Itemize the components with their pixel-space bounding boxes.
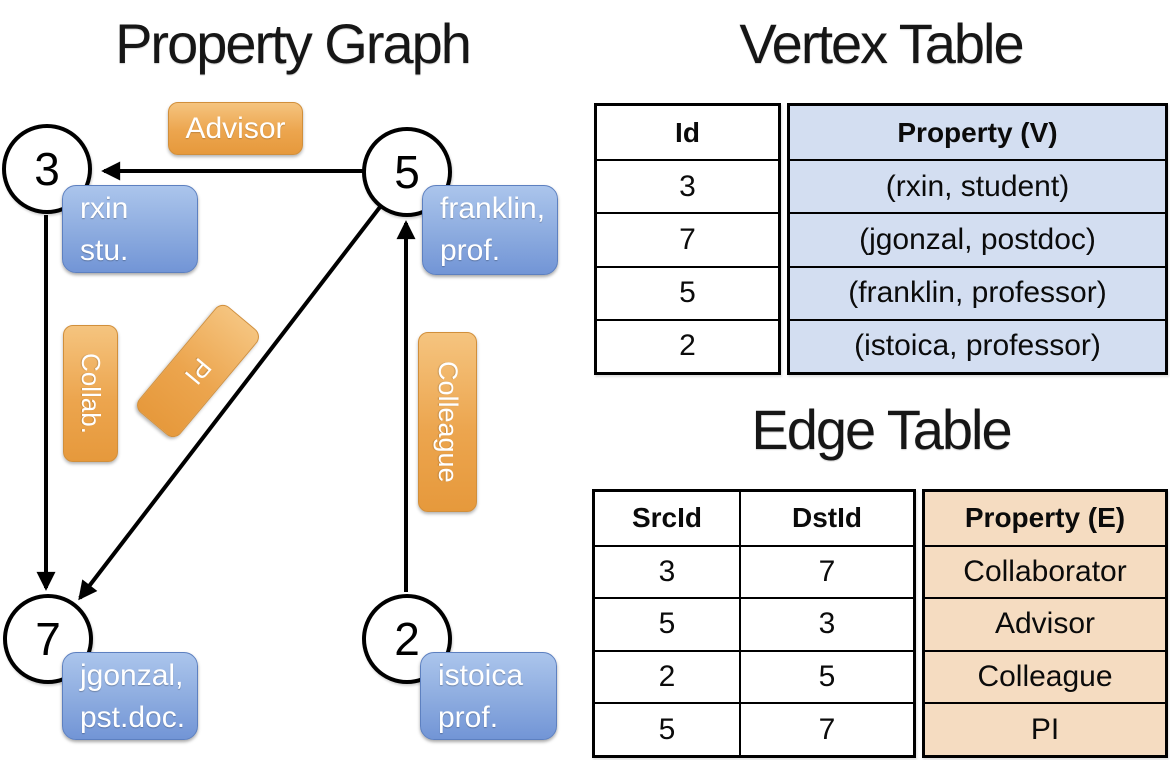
vertex-node-2-id: 2 <box>394 613 420 665</box>
property-graph-title: Property Graph <box>115 12 472 75</box>
edge-table-row-property: Collaborator <box>925 544 1165 598</box>
edge-label-advisor: Advisor <box>168 102 303 155</box>
vertex-node-2: 2 <box>362 594 452 684</box>
edge-table-row-property: PI <box>925 702 1165 755</box>
vertex-table-row-property: (jgonzal, postdoc) <box>790 212 1165 266</box>
vertex-table-row-id: 5 <box>597 265 778 319</box>
edge-table-row-srcid: 3 <box>595 544 741 598</box>
vertex-table-title: Vertex Table <box>739 12 1024 75</box>
edge-table-header-srcid: SrcId <box>595 492 741 545</box>
vertex-5-property-line2: prof. <box>440 234 501 267</box>
edge-label-colleague-text: Colleague <box>433 361 463 483</box>
vertex-table-header-id: Id <box>675 116 700 148</box>
edge-table-title: Edge Table <box>751 398 1012 461</box>
vertex-7-property-box: jgonzal, pst.doc. <box>62 652 198 740</box>
vertex-3-property-box: rxin stu. <box>62 185 198 273</box>
vertex-node-5: 5 <box>362 127 452 217</box>
vertex-7-property-line2: pst.doc. <box>80 701 186 734</box>
graph-edges-layer <box>36 161 416 601</box>
edge-label-pi-text: PI <box>178 352 218 391</box>
vertex-node-7-id: 7 <box>35 613 61 665</box>
edge-table-row-dstid: 3 <box>741 597 913 650</box>
vertex-3-property-line1: rxin <box>80 192 129 225</box>
vertex-2-property-line2: prof. <box>438 701 499 734</box>
edge-table-row-dstid: 5 <box>741 649 913 703</box>
vertex-7-property-line1: jgonzal, <box>80 659 184 692</box>
edge-table-id-columns: SrcId DstId 3 7 5 3 2 5 5 7 <box>592 489 916 758</box>
vertex-5-property-box: franklin, prof. <box>422 185 558 275</box>
vertex-table-id-column: Id 3 7 5 2 <box>594 103 781 375</box>
vertex-node-5-id: 5 <box>394 146 420 198</box>
vertex-table-row-id: 2 <box>597 318 778 372</box>
vertex-table-header-property: Property (V) <box>790 106 1165 160</box>
edge-table-row-property: Colleague <box>925 649 1165 703</box>
vertex-2-property-box: istoica prof. <box>420 652 557 740</box>
edge-table-row-srcid: 5 <box>595 597 741 650</box>
edge-table-row-dstid: 7 <box>741 544 913 598</box>
vertex-table-property-column: Property (V) (rxin, student) (jgonzal, p… <box>787 103 1168 375</box>
edge-label-colleague: Colleague <box>418 332 477 512</box>
edge-label-advisor-text: Advisor <box>185 111 286 145</box>
vertex-3-property-line2: stu. <box>80 234 129 267</box>
edge-table-row-property: Advisor <box>925 597 1165 650</box>
edge-table-row-dstid: 7 <box>741 702 913 755</box>
edge-table-row-srcid: 5 <box>595 702 741 755</box>
edge-label-collab-text: Collab. <box>76 353 106 434</box>
vertex-table-row-property: (istoica, professor) <box>790 318 1165 372</box>
vertex-table-row-property: (rxin, student) <box>790 159 1165 213</box>
vertex-2-property-line1: istoica <box>438 659 524 692</box>
edge-table-header-dstid: DstId <box>792 502 862 534</box>
vertex-5-property-line1: franklin, <box>440 192 546 225</box>
vertex-table-row-property: (franklin, professor) <box>790 265 1165 319</box>
edge-5-to-7-arrow <box>78 205 382 601</box>
vertex-table-row-id: 3 <box>597 159 778 212</box>
edge-table-header-property: Property (E) <box>925 492 1165 545</box>
edge-label-collab: Collab. <box>63 325 118 462</box>
edge-table-row-srcid: 2 <box>595 649 741 703</box>
vertex-table-row-id: 7 <box>597 212 778 265</box>
edge-table-property-column: Property (E) Collaborator Advisor Collea… <box>922 489 1168 758</box>
vertex-node-3-id: 3 <box>34 143 60 195</box>
